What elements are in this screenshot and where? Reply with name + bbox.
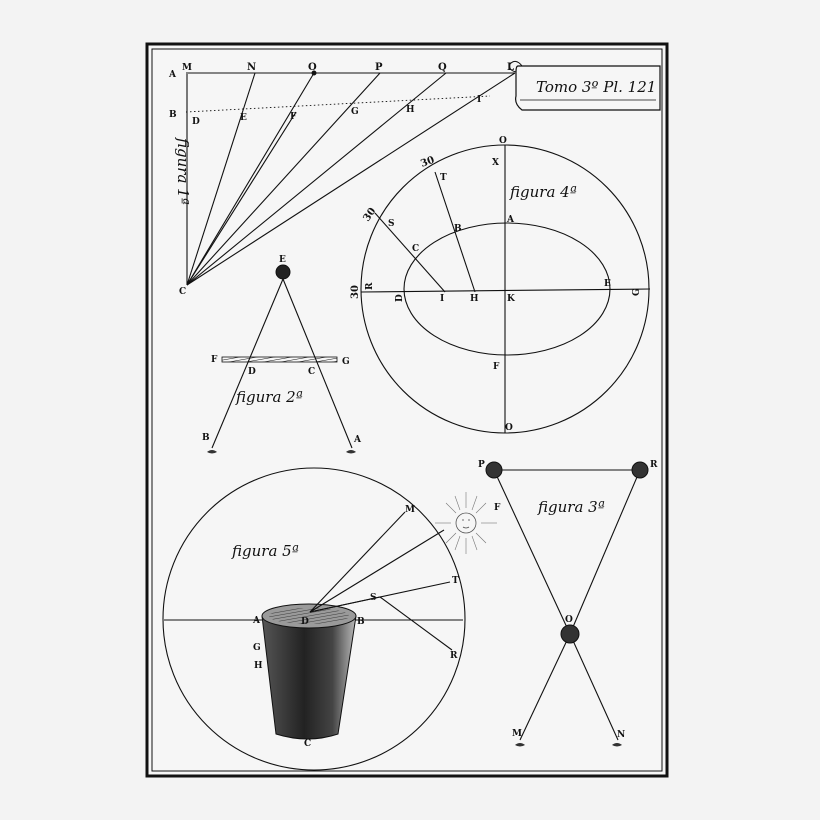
- fig1-caption: figura 1ª: [174, 137, 192, 205]
- fig4-label-O-top: O: [499, 136, 507, 146]
- fig5-label-S: S: [370, 593, 377, 603]
- fig5-label-T: T: [452, 576, 459, 586]
- fig1-label-C: C: [179, 287, 186, 297]
- fig5-label-F: F: [494, 503, 501, 513]
- fig4-label-O-bottom: O: [505, 423, 513, 433]
- fig5-label-C: C: [304, 739, 311, 749]
- fig5-label-D: D: [301, 617, 309, 627]
- fig1-label-M: M: [182, 63, 192, 73]
- plate-frame: [145, 42, 669, 778]
- fig1-label-G: G: [351, 107, 359, 117]
- fig1-label-D: D: [192, 117, 200, 127]
- fig3-label-R: R: [650, 460, 658, 470]
- fig4-label-30-upper: 30: [419, 155, 436, 170]
- fig4-label-D: D: [395, 294, 405, 302]
- fig4-label-F: F: [493, 362, 500, 372]
- fig5-label-M: M: [405, 505, 415, 515]
- fig2-label-B: B: [202, 433, 210, 443]
- figure-3: P R O M N figura 3ª: [478, 460, 658, 747]
- fig3-label-N: N: [617, 730, 625, 740]
- fig1-label-F: F: [290, 112, 297, 122]
- fig4-caption: figura 4ª: [509, 183, 577, 201]
- fig3-label-O: O: [565, 615, 573, 625]
- fig4-label-E: E: [604, 279, 611, 289]
- fig1-label-I: I: [477, 95, 481, 105]
- fig1-label-P: P: [375, 62, 383, 73]
- sun-icon: [435, 492, 497, 554]
- fig1-label-E: E: [240, 113, 247, 123]
- fig5-caption: figura 5ª: [231, 542, 299, 560]
- fig5-label-B: B: [357, 617, 365, 627]
- tomo-banner: Tomo 3º Pl. 121: [509, 60, 661, 111]
- fig5-label-G: G: [253, 643, 261, 653]
- fig3-label-M: M: [512, 729, 522, 739]
- fig3-label-P: P: [478, 460, 485, 470]
- fig4-label-X: X: [492, 158, 499, 168]
- fig1-label-Q: Q: [438, 62, 447, 73]
- fig4-label-30-left: 30: [350, 285, 361, 299]
- figure-5: M F T S A D B G H R C figura 5ª: [162, 467, 501, 771]
- figure-1: A M N O P Q L B D E F G H I C figura 1ª: [168, 62, 516, 297]
- fig2-label-F: F: [211, 355, 218, 365]
- fig4-label-K: K: [507, 294, 516, 304]
- fig4-label-T: T: [440, 173, 447, 183]
- tomo-label: Tomo 3º Pl. 121: [536, 78, 656, 96]
- fig3-caption: figura 3ª: [537, 498, 605, 516]
- fig4-label-I: I: [440, 294, 444, 304]
- fig4-label-B: B: [454, 224, 462, 234]
- fig4-label-G: G: [632, 288, 642, 296]
- fig2-label-D: D: [248, 367, 256, 377]
- fig1-label-B: B: [169, 110, 177, 120]
- fig1-label-A: A: [168, 70, 177, 80]
- fig2-label-E: E: [279, 255, 286, 265]
- fig2-caption: figura 2ª: [235, 388, 303, 406]
- fig2-label-A: A: [353, 435, 362, 445]
- fig5-label-R: R: [450, 651, 458, 661]
- fig5-label-A: A: [252, 616, 261, 626]
- figure-2: E F G D C B A figura 2ª: [202, 255, 362, 454]
- fig1-label-L: L: [507, 62, 514, 73]
- fig2-label-G: G: [342, 357, 350, 367]
- fig1-label-O: O: [308, 62, 317, 73]
- fig1-label-N: N: [247, 62, 256, 73]
- fig4-label-H: H: [470, 294, 479, 304]
- fig4-label-C: C: [412, 244, 419, 254]
- fig5-label-H: H: [254, 661, 263, 671]
- fig2-label-C: C: [308, 367, 315, 377]
- figure-4: O X 30 T 30 S B A C 30 R D I H K E G F O…: [350, 136, 651, 434]
- fig4-label-A: A: [506, 215, 515, 225]
- fig4-label-R: R: [365, 282, 375, 290]
- fig4-label-S: S: [388, 219, 395, 229]
- fig1-label-H: H: [406, 105, 415, 115]
